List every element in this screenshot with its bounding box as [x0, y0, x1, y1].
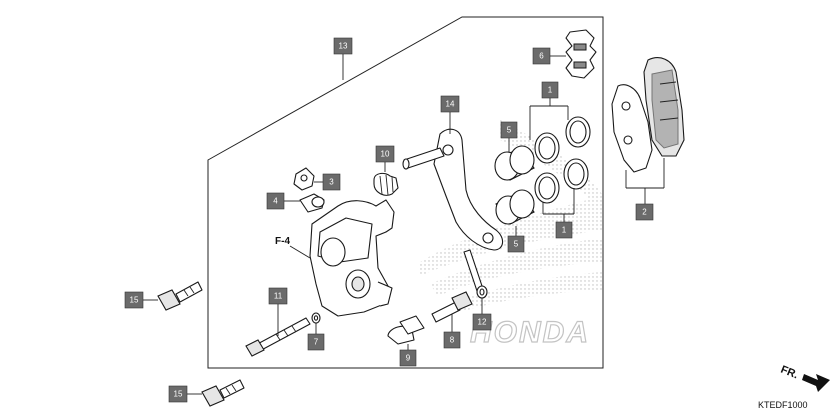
svg-text:4: 4	[273, 197, 278, 206]
svg-text:3: 3	[329, 178, 334, 187]
callout-5-top[interactable]: 5	[500, 121, 518, 152]
piston-seals	[534, 116, 591, 204]
callout-10[interactable]: 10	[375, 145, 395, 172]
piston-lower	[495, 189, 535, 225]
callout-2[interactable]: 2	[625, 158, 665, 221]
callout-13[interactable]: 13	[333, 37, 353, 80]
brake-pad-inner	[611, 84, 653, 173]
pin-bolt	[245, 317, 311, 357]
callout-9[interactable]: 9	[399, 344, 417, 367]
callout-14[interactable]: 14	[440, 95, 460, 134]
svg-text:6: 6	[539, 52, 544, 61]
svg-text:10: 10	[381, 150, 390, 159]
reference-leader	[289, 245, 311, 259]
svg-text:8: 8	[450, 336, 455, 345]
callout-1-bottom[interactable]: 1	[542, 188, 575, 239]
pad-spring	[565, 29, 597, 79]
caliper-bracket	[402, 128, 504, 295]
callout-7[interactable]: 7	[307, 323, 325, 351]
reference-label: F-4	[275, 236, 290, 247]
piston-upper	[494, 145, 535, 181]
callout-15-lower[interactable]: 15	[168, 385, 202, 403]
svg-text:11: 11	[274, 292, 283, 301]
callout-11[interactable]: 11	[268, 287, 288, 336]
svg-text:12: 12	[478, 318, 487, 327]
svg-text:14: 14	[446, 100, 455, 109]
bleed-cap	[293, 167, 315, 191]
callout-12[interactable]: 12	[472, 298, 492, 331]
mounting-bolt-upper	[157, 281, 203, 311]
brake-pad-outer	[643, 57, 685, 157]
svg-text:1: 1	[562, 226, 567, 235]
assembly-frame	[207, 16, 604, 369]
svg-text:7: 7	[314, 338, 319, 347]
bleeder-bolt	[431, 291, 473, 323]
callout-15-upper[interactable]: 15	[124, 291, 158, 309]
callout-5-bottom[interactable]: 5	[507, 226, 525, 253]
callout-1-top[interactable]: 1	[529, 81, 569, 140]
front-label: FR.	[779, 364, 800, 382]
mounting-bolt-lower	[201, 379, 245, 407]
svg-text:2: 2	[642, 208, 647, 217]
caliper-body	[309, 199, 395, 317]
callout-6[interactable]: 6	[532, 47, 566, 65]
callout-3[interactable]: 3	[314, 173, 341, 191]
svg-text:13: 13	[339, 42, 348, 51]
callout-8[interactable]: 8	[443, 314, 461, 349]
svg-text:5: 5	[514, 240, 519, 249]
washer	[311, 312, 321, 324]
svg-text:5: 5	[507, 126, 512, 135]
svg-text:1: 1	[548, 86, 553, 95]
svg-text:15: 15	[174, 390, 183, 399]
diagram-code: KTEDF1000	[758, 400, 808, 410]
callout-4[interactable]: 4	[266, 192, 300, 210]
retaining-clip	[476, 285, 488, 299]
svg-text:9: 9	[406, 354, 411, 363]
svg-text:15: 15	[130, 296, 139, 305]
arrow-right-icon	[802, 374, 830, 392]
front-direction-indicator: FR.	[779, 364, 830, 392]
bleed-valve	[299, 193, 325, 213]
pin-boot	[373, 172, 399, 196]
caliper-pin	[387, 315, 425, 345]
